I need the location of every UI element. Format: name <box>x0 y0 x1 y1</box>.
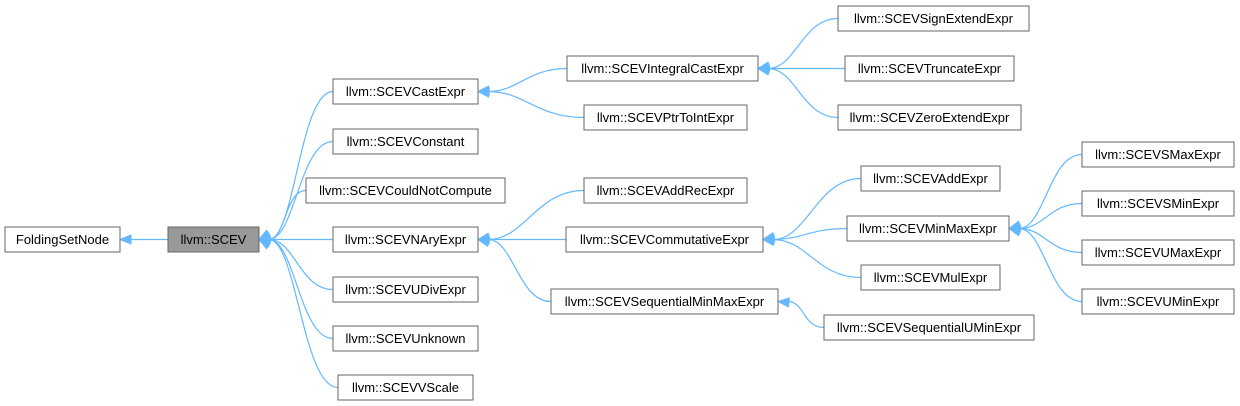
edge-constant-to-scev <box>268 140 334 241</box>
arrowhead-icon <box>1007 226 1022 237</box>
node-scevsequentialminmaxexpr[interactable]: llvm::SCEVSequentialMinMaxExpr <box>550 288 779 315</box>
node-label: llvm::SCEVConstant <box>347 134 465 149</box>
node-label: llvm::SCEVUMinExpr <box>1097 294 1220 309</box>
node-scevintegralcastexpr[interactable]: llvm::SCEVIntegralCastExpr <box>566 55 759 82</box>
node-scevmulexpr[interactable]: llvm::SCEVMulExpr <box>860 264 1001 291</box>
edge-integralcastexpr-to-castexpr <box>487 67 568 93</box>
node-label: llvm::SCEVZeroExtendExpr <box>850 110 1010 125</box>
node-scevunknown[interactable]: llvm::SCEVUnknown <box>332 325 479 352</box>
node-scevumaxexpr[interactable]: llvm::SCEVUMaxExpr <box>1081 239 1235 266</box>
node-label: llvm::SCEVMulExpr <box>874 270 988 285</box>
node-scevcastexpr[interactable]: llvm::SCEVCastExpr <box>332 78 479 105</box>
node-label: llvm::SCEVUDivExpr <box>345 282 466 297</box>
node-scevptrtointexpr[interactable]: llvm::SCEVPtrToIntExpr <box>583 104 748 131</box>
node-scevudivexpr[interactable]: llvm::SCEVUDivExpr <box>332 276 479 303</box>
edge-couldnotcompute-to-scev <box>268 189 307 241</box>
node-label: llvm::SCEVVScale <box>352 380 459 395</box>
node-scevsmaxexpr[interactable]: llvm::SCEVSMaxExpr <box>1081 141 1235 168</box>
node-label: llvm::SCEVSequentialMinMaxExpr <box>565 294 765 309</box>
node-scevuminexpr[interactable]: llvm::SCEVUMinExpr <box>1081 288 1235 315</box>
node-label: llvm::SCEVCastExpr <box>346 84 466 99</box>
edge-smaxexpr-to-minmaxexpr <box>1018 153 1083 230</box>
edge-mulexpr-to-commutativeexpr <box>772 238 862 279</box>
edge-sequminexpr-to-seqminmaxexpr <box>787 300 825 329</box>
edge-seqminmaxexpr-to-naryexpr <box>487 238 552 303</box>
node-label: llvm::SCEVAddRecExpr <box>597 183 735 198</box>
node-scevsminexpr[interactable]: llvm::SCEVSMinExpr <box>1081 190 1235 217</box>
node-scevconstant[interactable]: llvm::SCEVConstant <box>332 128 479 155</box>
node-label: llvm::SCEVSequentialUMinExpr <box>837 320 1022 335</box>
arrowhead-icon <box>476 87 490 98</box>
arrowhead-icon <box>476 236 491 248</box>
edge-addrecexpr-to-naryexpr <box>487 189 585 241</box>
edge-vscale-to-scev <box>268 238 339 389</box>
node-label: llvm::SCEVPtrToIntExpr <box>597 110 735 125</box>
node-label: llvm::SCEVUnknown <box>346 331 466 346</box>
node-scevtruncateexpr[interactable]: llvm::SCEVTruncateExpr <box>844 55 1015 82</box>
edge-signextendexpr-to-integralcastexpr <box>767 17 839 70</box>
edge-umaxexpr-to-minmaxexpr <box>1018 227 1083 254</box>
node-scevaddrecexpr[interactable]: llvm::SCEVAddRecExpr <box>583 177 748 204</box>
edge-sminexpr-to-minmaxexpr <box>1018 202 1083 230</box>
node-label: llvm::SCEVSMinExpr <box>1097 196 1220 211</box>
node-label: FoldingSetNode <box>16 232 109 247</box>
node-label: llvm::SCEVSignExtendExpr <box>854 11 1014 26</box>
inheritance-edges <box>118 17 1083 389</box>
node-label: llvm::SCEVCouldNotCompute <box>319 183 492 198</box>
arrowhead-icon <box>257 238 272 250</box>
node-scevminmaxexpr[interactable]: llvm::SCEVMinMaxExpr <box>846 215 1010 242</box>
edge-zeroextendexpr-to-integralcastexpr <box>767 67 839 119</box>
node-scev[interactable]: llvm::SCEV <box>167 226 260 253</box>
edge-unknown-to-scev <box>268 238 334 340</box>
node-label: llvm::SCEVIntegralCastExpr <box>581 61 744 76</box>
edge-castexpr-to-scev <box>268 90 334 241</box>
node-scevaddexpr[interactable]: llvm::SCEVAddExpr <box>860 165 1001 192</box>
node-label: llvm::SCEVSMaxExpr <box>1095 147 1221 162</box>
class-nodes: FoldingSetNode llvm::SCEV llvm::SCEVCast… <box>4 5 1235 401</box>
node-label: llvm::SCEVUMaxExpr <box>1095 245 1222 260</box>
arrowhead-icon <box>756 65 771 76</box>
node-scevcouldnotcompute[interactable]: llvm::SCEVCouldNotCompute <box>305 177 506 204</box>
node-label: llvm::SCEV <box>181 232 247 247</box>
node-scevcommutativeexpr[interactable]: llvm::SCEVCommutativeExpr <box>565 226 764 253</box>
arrowhead-icon <box>761 235 776 247</box>
node-label: llvm::SCEVNAryExpr <box>345 232 467 247</box>
edge-addexpr-to-commutativeexpr <box>772 177 862 241</box>
node-scevzeroextendexpr[interactable]: llvm::SCEVZeroExtendExpr <box>837 104 1022 131</box>
node-scevvscale[interactable]: llvm::SCEVVScale <box>337 374 474 401</box>
node-label: llvm::SCEVAddExpr <box>873 171 988 186</box>
arrowhead-icon <box>118 234 132 245</box>
node-label: llvm::SCEVTruncateExpr <box>858 61 1002 76</box>
arrowhead-icon <box>776 297 790 308</box>
node-label: llvm::SCEVCommutativeExpr <box>580 232 750 247</box>
edge-ptrtointexpr-to-castexpr <box>487 90 585 119</box>
node-scevsequentialuminexpr[interactable]: llvm::SCEVSequentialUMinExpr <box>823 314 1035 341</box>
edge-uminexpr-to-minmaxexpr <box>1018 227 1083 303</box>
node-label: llvm::SCEVMinMaxExpr <box>859 221 998 236</box>
node-scevnaryexpr[interactable]: llvm::SCEVNAryExpr <box>332 226 479 253</box>
node-foldingsetnode[interactable]: FoldingSetNode <box>4 226 121 253</box>
edge-minmaxexpr-to-commutativeexpr <box>772 227 848 241</box>
edge-udivexpr-to-scev <box>268 238 334 291</box>
node-scevsignextendexpr[interactable]: llvm::SCEVSignExtendExpr <box>837 5 1030 32</box>
